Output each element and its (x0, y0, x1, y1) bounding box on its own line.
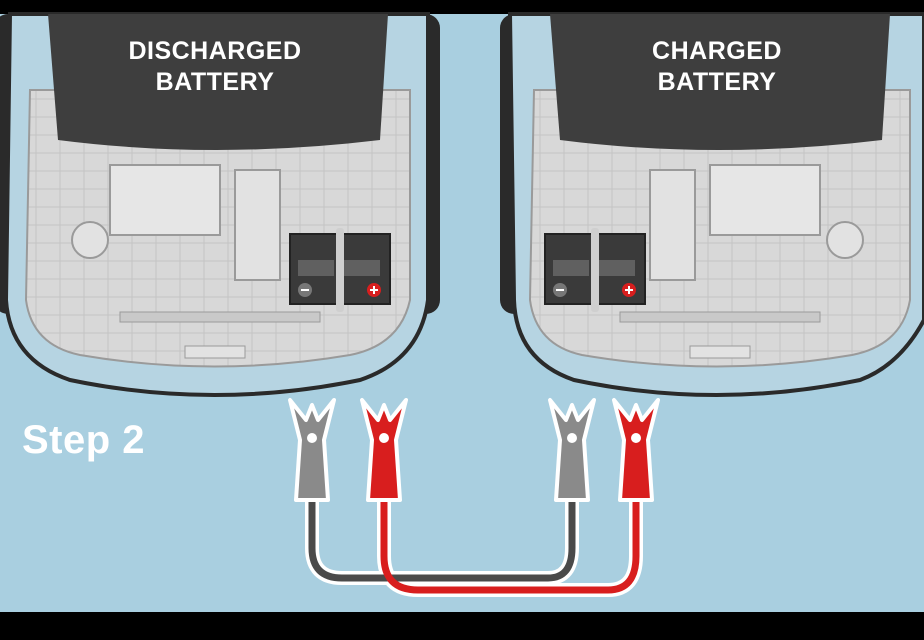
hood-left (48, 14, 388, 150)
engine-part-left (234, 169, 281, 281)
bottom-border (0, 612, 924, 640)
clamp-icon (548, 398, 596, 502)
reservoir-left (71, 221, 109, 259)
black-clamp-right (548, 398, 596, 502)
battery-icon (289, 228, 391, 312)
label-left-line2: BATTERY (155, 68, 275, 96)
latch-right (689, 345, 751, 359)
battery-cell-right-a (553, 260, 589, 276)
battery-cell-left-a (298, 260, 334, 276)
battery-icon (544, 228, 646, 312)
hood-right (550, 14, 890, 150)
label-right-line2: BATTERY (657, 68, 777, 96)
red-cable (380, 496, 640, 594)
plus-sign-right (625, 286, 633, 294)
black-cable (308, 496, 576, 582)
label-left-line1: DISCHARGED (128, 37, 302, 65)
plus-sign-left (370, 286, 378, 294)
jumper-cable-icon (288, 398, 660, 597)
engine-part-right (649, 169, 696, 281)
label-discharged-battery: DISCHARGED BATTERY (105, 36, 325, 98)
clamp-icon (360, 398, 408, 502)
black-clamp-left-pivot (307, 433, 317, 443)
battery-strap-left (336, 228, 344, 312)
car-discharged (0, 12, 440, 397)
grille-right (619, 311, 821, 323)
clamp-icon (288, 398, 336, 502)
engine-block-right (709, 164, 821, 236)
battery-strap-right (591, 228, 599, 312)
black-clamp-left (288, 398, 336, 502)
latch-left (184, 345, 246, 359)
red-clamp-right-pivot (631, 433, 641, 443)
grille-left (119, 311, 321, 323)
top-border (0, 0, 924, 14)
black-clamp-right-pivot (567, 433, 577, 443)
red-clamp-right (612, 398, 660, 502)
clamp-icon (612, 398, 660, 502)
red-clamp-left-pivot (379, 433, 389, 443)
battery-cell-left-b (344, 260, 380, 276)
minus-sign-left (301, 289, 309, 291)
step-label: Step 2 (22, 418, 146, 462)
battery-cell-right-b (599, 260, 635, 276)
label-right-line1: CHARGED (652, 37, 782, 65)
red-clamp-left (360, 398, 408, 502)
reservoir-right (826, 221, 864, 259)
engine-block-left (109, 164, 221, 236)
label-charged-battery: CHARGED BATTERY (607, 36, 827, 98)
minus-sign-right (556, 289, 564, 291)
car-charged (500, 12, 924, 397)
